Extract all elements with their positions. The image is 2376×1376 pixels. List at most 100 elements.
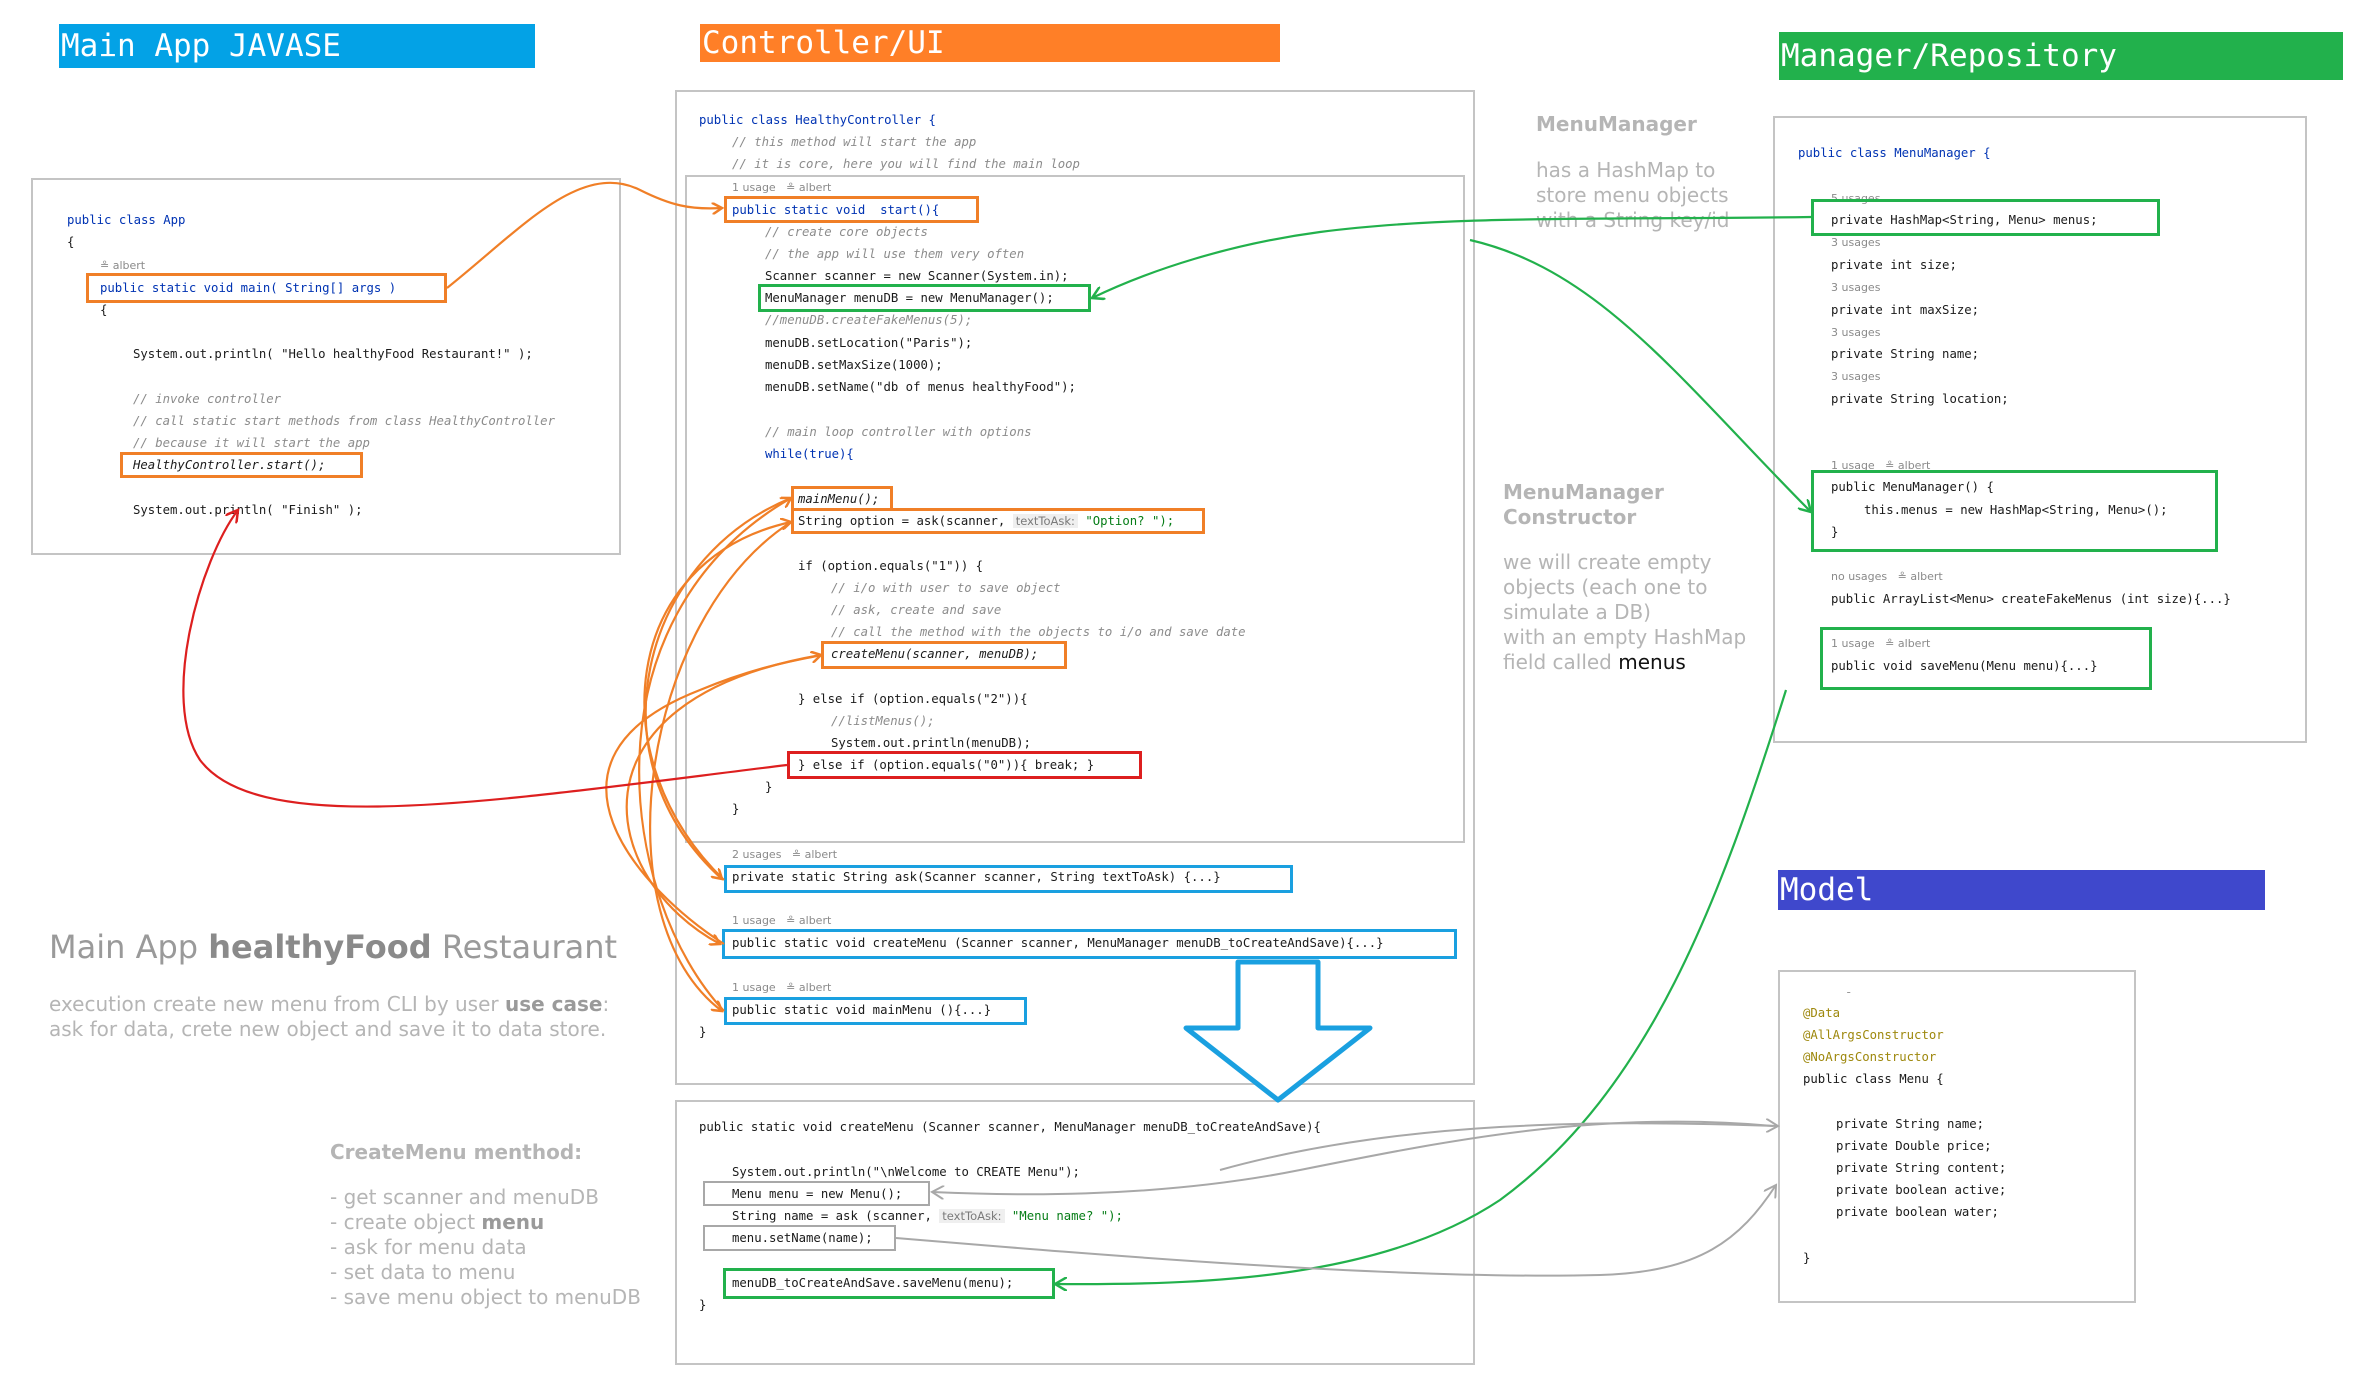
note-main-desc-line-2: ask for data, crete new object and save … [49, 1017, 607, 1041]
note-ctor-title-1: MenuManager [1503, 480, 1664, 504]
mgr-class-decl: public class MenuManager { [1798, 146, 1991, 160]
ctrl-while: while(true){ [765, 447, 854, 461]
arrow-menumanager-to-ctor [1469, 238, 1811, 512]
highlight-mgr-menus [1811, 199, 2160, 236]
ctrl-if-option1: if (option.equals("1")) { [798, 559, 984, 573]
note-main-title-b: healthyFood [208, 928, 432, 966]
model-annotation-noargs: @NoArgsConstructor [1803, 1050, 1937, 1064]
highlight-ctrl-menumanager [758, 284, 1091, 312]
highlight-ctrl-option0 [787, 751, 1142, 779]
ctrl-class-close: } [699, 1025, 707, 1039]
ctrl-comment-1: // this method will start the app [732, 135, 977, 149]
ctrl-listmenus-comment: //listMenus(); [831, 714, 935, 728]
mgr-savemenu: public void saveMenu(Menu menu){...} [1831, 659, 2098, 673]
note-menumanager: MenuManager has a HashMap to store menu … [1536, 112, 1729, 233]
note-ctor-body-1: we will create empty [1503, 550, 1712, 574]
app-comment-1: // invoke controller [133, 392, 282, 406]
ctrl-menumanager-line: MenuManager menuDB = new MenuManager(); [765, 291, 1054, 305]
app-main-signature: public static void main( String[] args ) [100, 281, 397, 295]
model-annotation-allargs: @AllArgsConstructor [1803, 1028, 1944, 1042]
model-dash: - [1845, 985, 1853, 999]
ctrl-comment-io: // i/o with user to save object [831, 581, 1061, 595]
cm-ask-rest: "Menu name? "); [1011, 1209, 1123, 1223]
ctrl-meta-1: 1 usage ≗ albert [732, 181, 832, 194]
mgr-field-size: private int size; [1831, 258, 1957, 272]
highlight-cm-setname [703, 1225, 896, 1251]
note-createmenu-1: - get scanner and menuDB [330, 1185, 599, 1209]
note-ctor-body-5-text: field called [1503, 650, 1612, 674]
cm-signature: public static void createMenu (Scanner s… [699, 1120, 1321, 1134]
ctrl-setname: menuDB.setName("db of menus healthyFood"… [765, 380, 1076, 394]
controller-header: Controller/UI [700, 24, 1280, 62]
manager-code-panel [1773, 116, 2307, 743]
note-main-app-title: Main App healthyFood Restaurant [49, 928, 617, 966]
ctrl-option-hint: textToAsk: [1012, 514, 1078, 528]
highlight-ctrl-createmenu [821, 641, 1067, 669]
ctrl-class-decl: public class HealthyController { [699, 113, 936, 127]
note-ctor-body-4: with an empty HashMap [1503, 625, 1747, 649]
highlight-ctrl-start [724, 196, 979, 223]
note-main-app-desc: execution create new menu from CLI by us… [49, 992, 609, 1042]
ctrl-comment-call: // call the method with the objects to i… [831, 625, 1246, 639]
note-menumanager-body-3: with a String key/id [1536, 208, 1730, 232]
ctrl-comment-loop: // main loop controller with options [765, 425, 1032, 439]
note-createmenu-2: - create object menu [330, 1210, 641, 1235]
ctrl-start-close: } [732, 802, 740, 816]
ctrl-setlocation: menuDB.setLocation("Paris"); [765, 336, 973, 350]
note-ctor: MenuManager Constructor we will create e… [1503, 480, 1746, 675]
mgr-meta-5: 3 usages [1831, 370, 1881, 383]
main-app-header: Main App JAVASE [59, 24, 535, 68]
model-field-water: private boolean water; [1836, 1205, 1999, 1219]
app-meta-author: ≗ albert [100, 259, 146, 272]
ctrl-setmaxsize: menuDB.setMaxSize(1000); [765, 358, 943, 372]
app-comment-3: // because it will start the app [133, 436, 370, 450]
mgr-field-maxsize: private int maxSize; [1831, 303, 1980, 317]
cm-savemenu: menuDB_toCreateAndSave.saveMenu(menu); [732, 1276, 1014, 1290]
note-main-desc-a: execution create new menu from CLI by us… [49, 992, 505, 1016]
model-field-price: private Double price; [1836, 1139, 1992, 1153]
mgr-meta-8: 1 usage ≗ albert [1831, 637, 1931, 650]
model-field-name: private String name; [1836, 1117, 1985, 1131]
note-createmenu-5: - save menu object to menuDB [330, 1285, 641, 1309]
ctrl-meta-2: 2 usages ≗ albert [732, 848, 838, 861]
note-createmenu-3: - ask for menu data [330, 1235, 527, 1259]
ctrl-comment-3: // create core objects [765, 225, 928, 239]
note-ctor-title-2: Constructor [1503, 505, 1637, 529]
mgr-meta-6: 1 usage ≗ albert [1831, 459, 1931, 472]
mgr-meta-4: 3 usages [1831, 326, 1881, 339]
app-main-brace: { [100, 303, 108, 317]
mgr-meta-7: no usages ≗ albert [1831, 570, 1943, 583]
ctrl-comment-ask: // ask, create and save [831, 603, 1002, 617]
app-println-finish: System.out.println( "Finish" ); [133, 503, 363, 517]
note-createmenu-2a: - create object [330, 1210, 482, 1234]
note-ctor-body-5: field called menus [1503, 650, 1746, 675]
note-main-desc-line-1: execution create new menu from CLI by us… [49, 992, 609, 1017]
note-createmenu-title: CreateMenu menthod: [330, 1140, 583, 1164]
note-createmenu-4: - set data to menu [330, 1260, 516, 1284]
note-main-desc-c: : [602, 992, 610, 1016]
note-createmenu: CreateMenu menthod: - get scanner and me… [330, 1140, 641, 1310]
note-createmenu-2b: menu [481, 1210, 545, 1234]
mgr-meta-2: 3 usages [1831, 236, 1881, 249]
highlight-app-main [86, 273, 447, 303]
app-code-panel [31, 178, 621, 555]
ctrl-mainmenu-call: mainMenu(); [798, 492, 880, 506]
cm-println: System.out.println("\nWelcome to CREATE … [732, 1165, 1080, 1179]
ctrl-option-line: String option = ask(scanner, textToAsk: … [798, 514, 1174, 529]
highlight-ctrl-mainmenu-method [724, 997, 1027, 1025]
note-menumanager-body-1: has a HashMap to [1536, 158, 1716, 182]
model-class-decl: public class Menu { [1803, 1072, 1944, 1086]
ctrl-comment-2: // it is core, here you will find the ma… [732, 157, 1080, 171]
cm-ask-name: String name = ask (scanner, textToAsk: "… [732, 1209, 1123, 1224]
note-ctor-body-2: objects (each one to [1503, 575, 1708, 599]
highlight-app-start-call [120, 452, 363, 478]
note-menumanager-body-2: store menu objects [1536, 183, 1729, 207]
highlight-ctrl-option [791, 508, 1205, 534]
note-main-title-c: Restaurant [431, 928, 618, 966]
model-class-close: } [1803, 1251, 1811, 1265]
ctrl-elseif-option2: } else if (option.equals("2")){ [798, 692, 1028, 706]
ctrl-while-close: } [765, 780, 773, 794]
note-menumanager-title: MenuManager [1536, 112, 1697, 136]
app-start-call: HealthyController.start(); [133, 458, 326, 472]
app-brace-open: { [67, 235, 75, 249]
